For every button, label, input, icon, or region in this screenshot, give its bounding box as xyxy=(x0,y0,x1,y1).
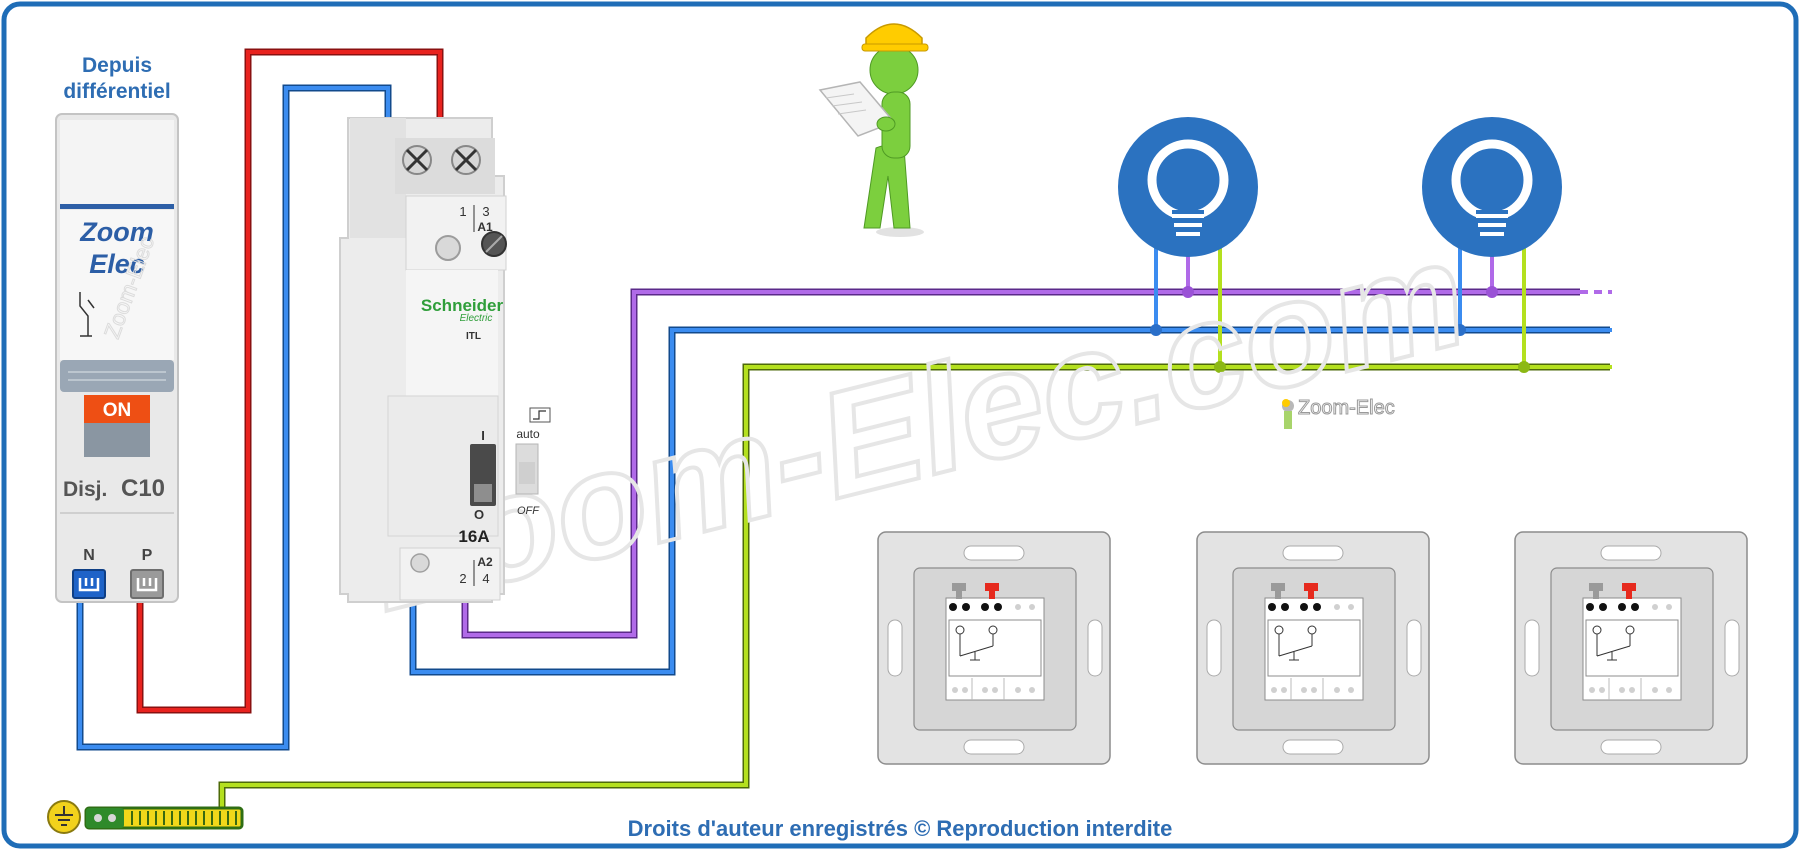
breaker-terminal-n-label: N xyxy=(83,547,95,564)
push-button-3 xyxy=(1514,531,1748,765)
breaker-label-prefix: Disj. xyxy=(63,478,107,501)
lamp-1 xyxy=(1118,117,1258,257)
push-button-1 xyxy=(877,531,1111,765)
junction-dots xyxy=(1150,286,1530,373)
circuit-breaker: Depuis différentiel Zoom Elec Zoom-Elec … xyxy=(55,54,179,603)
breaker-terminal-n xyxy=(72,569,106,599)
breaker-on-label: ON xyxy=(103,400,132,421)
breaker-symbol xyxy=(79,292,95,337)
push-button-2 xyxy=(1196,531,1430,765)
earth-bar xyxy=(47,800,244,834)
relay-mode-off: OFF xyxy=(517,505,540,517)
relay-bottom-terminal-4: 4 xyxy=(482,571,489,586)
wire-continuations xyxy=(1580,290,1612,369)
impulse-relay: 1 3 A1 Schneider Electric ITL I O auto O… xyxy=(339,117,551,603)
relay-switch-off: O xyxy=(474,507,484,522)
breaker-title-line1: Depuis xyxy=(82,54,152,77)
breaker-rating: C10 xyxy=(121,475,165,502)
earth-icon xyxy=(47,800,81,834)
relay-current: 16A xyxy=(458,527,489,546)
lamp-2 xyxy=(1422,117,1562,257)
relay-mode-auto: auto xyxy=(516,427,540,441)
breaker-brand-line1: Zoom xyxy=(79,217,154,247)
breaker-brand-line2: Elec xyxy=(89,249,145,279)
relay-top-terminal-1: 1 xyxy=(459,204,466,219)
small-logo: Zoom-Elec xyxy=(1282,397,1395,429)
relay-top-terminal-3: 3 xyxy=(482,204,489,219)
breaker-title-line2: différentiel xyxy=(63,80,170,103)
relay-switch-on: I xyxy=(481,428,485,443)
relay-bottom-terminal-2: 2 xyxy=(459,571,466,586)
breaker-terminal-p-label: P xyxy=(142,547,153,564)
relay-brand-sub: Electric xyxy=(460,313,493,324)
wires xyxy=(76,48,1612,808)
top-screws xyxy=(402,145,481,175)
relay-model: ITL xyxy=(466,331,481,342)
relay-coil-bottom: A2 xyxy=(477,555,493,569)
watermark-small: Zoom-Elec xyxy=(1298,397,1395,419)
worker-icon xyxy=(818,23,929,237)
relay-brand: Schneider xyxy=(421,296,504,315)
breaker-terminal-p xyxy=(130,569,164,599)
copyright-notice: Droits d'auteur enregistrés © Reproducti… xyxy=(628,816,1173,841)
relay-coil-top: A1 xyxy=(477,220,493,234)
breaker-on-indicator xyxy=(84,395,150,423)
